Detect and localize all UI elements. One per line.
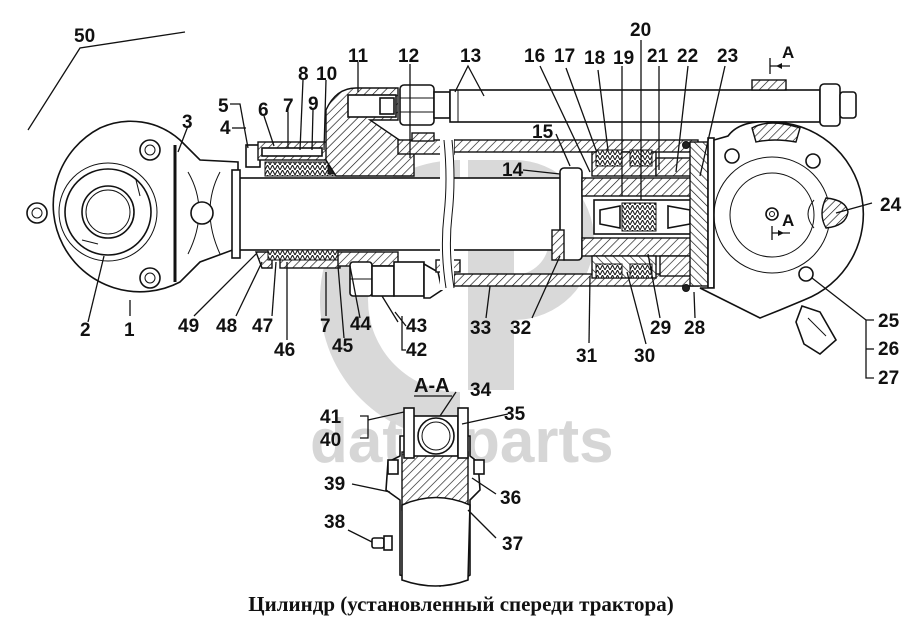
callout-5: 5 (218, 96, 229, 117)
callout-16: 16 (524, 46, 545, 67)
callout-36: 36 (500, 488, 521, 509)
callout-6: 6 (258, 100, 269, 121)
callout-40: 40 (320, 430, 341, 451)
callout-32: 32 (510, 318, 531, 339)
callout-28: 28 (684, 318, 705, 339)
callout-23: 23 (717, 46, 738, 67)
section-marker-top: А (769, 43, 794, 74)
transfer-pipe (449, 79, 857, 131)
hex-nut-icon (765, 207, 779, 221)
callout-8: 8 (298, 64, 309, 85)
callout-46: 46 (274, 340, 295, 361)
diagram-caption: Цилиндр (установленный спереди трактора) (248, 592, 674, 616)
callout-30: 30 (634, 346, 655, 367)
section-title: А-А (414, 375, 450, 397)
right-eye-assembly (699, 120, 865, 355)
section-marker-bottom: А (771, 211, 794, 240)
callout-42: 42 (406, 340, 427, 361)
callout-21: 21 (647, 46, 669, 67)
callout-44: 44 (350, 314, 372, 335)
callout-17: 17 (554, 46, 575, 67)
callout-38: 38 (324, 512, 345, 533)
callout-14: 14 (502, 160, 524, 181)
callout-18: 18 (584, 48, 605, 69)
callout-33: 33 (470, 318, 491, 339)
callout-29: 29 (650, 318, 671, 339)
section-marker-label: А (782, 211, 794, 230)
callout-48: 48 (216, 316, 237, 337)
piston-rod (231, 169, 567, 259)
callout-31: 31 (576, 346, 598, 367)
leader-lines (27, 31, 874, 543)
callout-13: 13 (460, 46, 481, 67)
bolt-head-icon (26, 139, 161, 289)
callout-35: 35 (504, 404, 526, 425)
callout-9: 9 (308, 94, 319, 115)
callout-45: 45 (332, 336, 354, 357)
callout-49: 49 (178, 316, 199, 337)
section-aa-view: А-А (371, 375, 485, 587)
callout-37: 37 (502, 534, 523, 555)
callout-11: 11 (348, 46, 369, 67)
callout-39: 39 (324, 474, 345, 495)
callout-50: 50 (74, 26, 95, 47)
section-marker-label: А (782, 43, 794, 62)
callout-12: 12 (398, 46, 419, 67)
callout-15: 15 (532, 122, 554, 143)
callout-2: 2 (80, 320, 91, 341)
callout-27: 27 (878, 368, 899, 389)
callout-labels: 50 1 2 3 4 5 6 7 8 9 10 11 12 13 14 15 1… (74, 20, 902, 555)
callout-20: 20 (630, 20, 651, 41)
callout-47: 47 (252, 316, 273, 337)
callout-25: 25 (878, 311, 900, 332)
callout-1: 1 (124, 320, 135, 341)
callout-3: 3 (182, 112, 193, 133)
callout-24: 24 (880, 195, 902, 216)
callout-34: 34 (470, 380, 492, 401)
callout-26: 26 (878, 339, 899, 360)
piston-assembly (551, 137, 715, 292)
callout-10: 10 (316, 64, 337, 85)
callout-19: 19 (613, 48, 634, 69)
callout-41: 41 (320, 407, 342, 428)
gland-head (245, 84, 461, 299)
callout-4: 4 (220, 118, 231, 139)
callout-43: 43 (406, 316, 427, 337)
callout-7-lower: 7 (320, 316, 331, 337)
callout-7: 7 (283, 96, 294, 117)
left-eye-assembly (26, 120, 239, 293)
callout-22: 22 (677, 46, 698, 67)
